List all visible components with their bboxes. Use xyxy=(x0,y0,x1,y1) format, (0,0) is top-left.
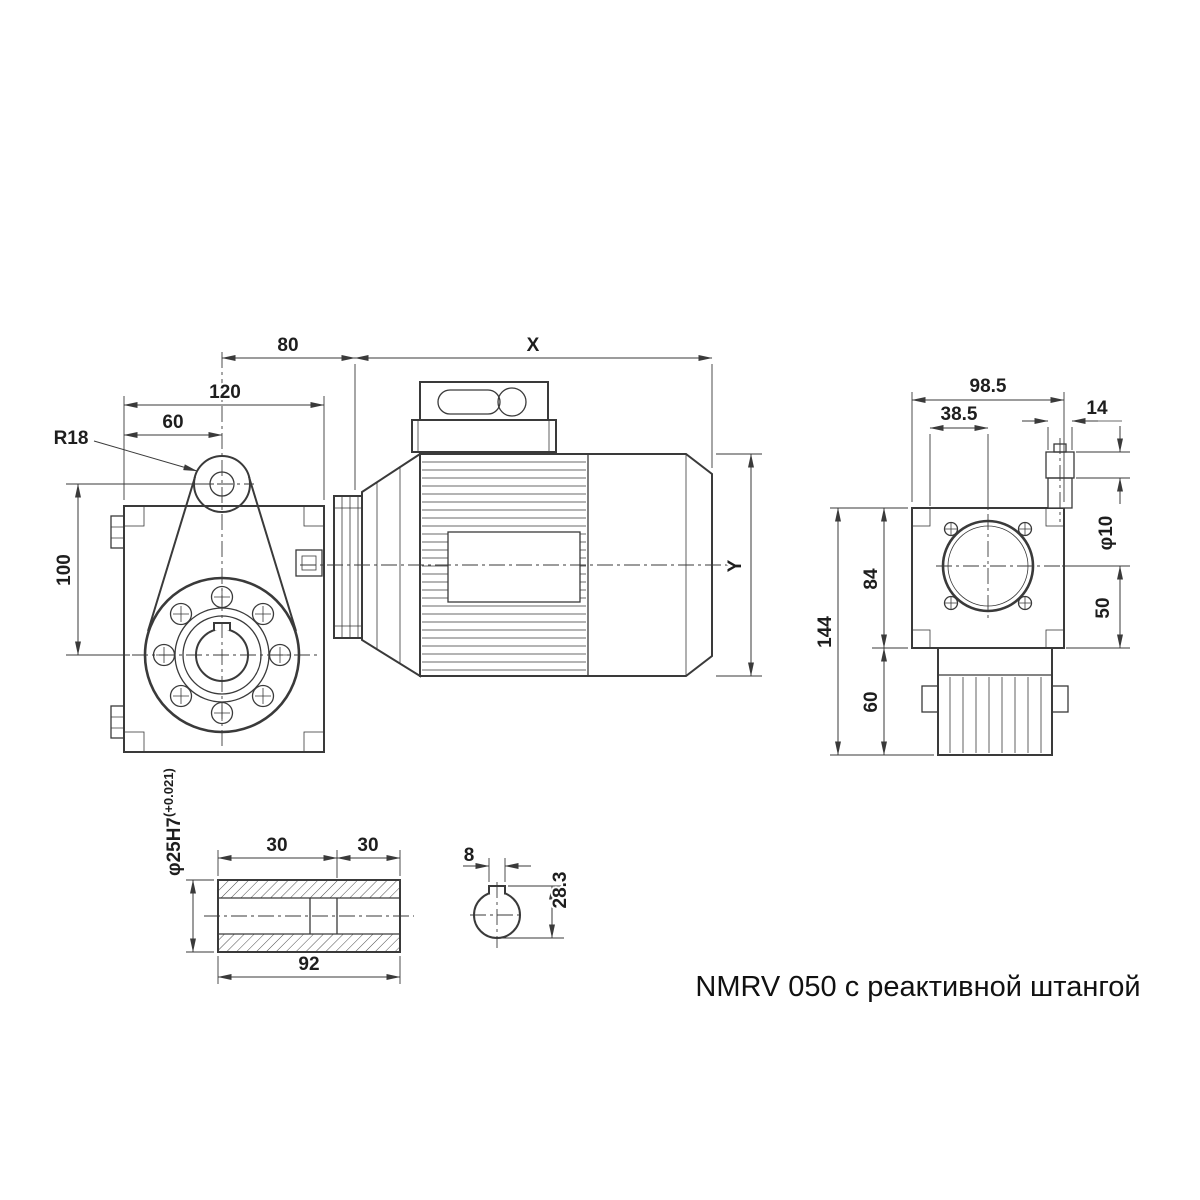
dim-120: 120 xyxy=(209,382,241,403)
dim-60-front: 60 xyxy=(162,412,183,433)
end-view xyxy=(911,438,1075,756)
keyway-detail xyxy=(470,882,524,948)
dim-144: 144 xyxy=(815,616,836,648)
cable-gland-slot xyxy=(437,389,501,415)
label-r18: R18 xyxy=(54,428,89,449)
dim-dia10: φ10 xyxy=(1096,516,1117,551)
dim-30-left: 30 xyxy=(266,835,287,856)
dim-98-5: 98.5 xyxy=(970,376,1007,397)
dim-84: 84 xyxy=(861,568,882,590)
front-view xyxy=(110,352,325,753)
left-lug-top xyxy=(110,515,125,549)
side-tab-left xyxy=(921,685,939,713)
gearbox-input-flange xyxy=(333,495,363,639)
side-view xyxy=(300,381,736,678)
dim-30-right: 30 xyxy=(357,835,378,856)
gearbox-body xyxy=(123,505,325,753)
motor-nameplate xyxy=(447,531,581,603)
bore-diameter-label: φ25H7(+0.021) xyxy=(161,768,185,876)
side-tab-right xyxy=(1051,685,1069,713)
dim-x: X xyxy=(527,335,540,356)
dim-50: 50 xyxy=(1093,597,1114,618)
dim-92: 92 xyxy=(298,954,319,975)
end-fins xyxy=(949,677,1042,753)
dim-38-5: 38.5 xyxy=(941,404,978,425)
worm-boss xyxy=(295,549,323,577)
dim-60-end: 60 xyxy=(861,691,882,712)
cable-gland xyxy=(497,387,527,417)
bore-detail xyxy=(204,879,414,953)
terminal-box-base xyxy=(411,419,557,453)
dim-y: Y xyxy=(725,559,746,572)
dim-28-3: 28.3 xyxy=(550,872,571,909)
dim-100: 100 xyxy=(54,554,75,586)
dim-8: 8 xyxy=(464,845,475,866)
dim-14: 14 xyxy=(1086,398,1108,419)
dim-80: 80 xyxy=(277,335,298,356)
dimensions xyxy=(66,355,1130,984)
drawing-title: NMRV 050 с реактивной штангой xyxy=(695,971,1140,1003)
dimension-labels: 80 X 120 60 R18 100 Y 98.5 38.5 14 φ10 5… xyxy=(52,333,1119,977)
left-lug-bottom xyxy=(110,705,125,739)
